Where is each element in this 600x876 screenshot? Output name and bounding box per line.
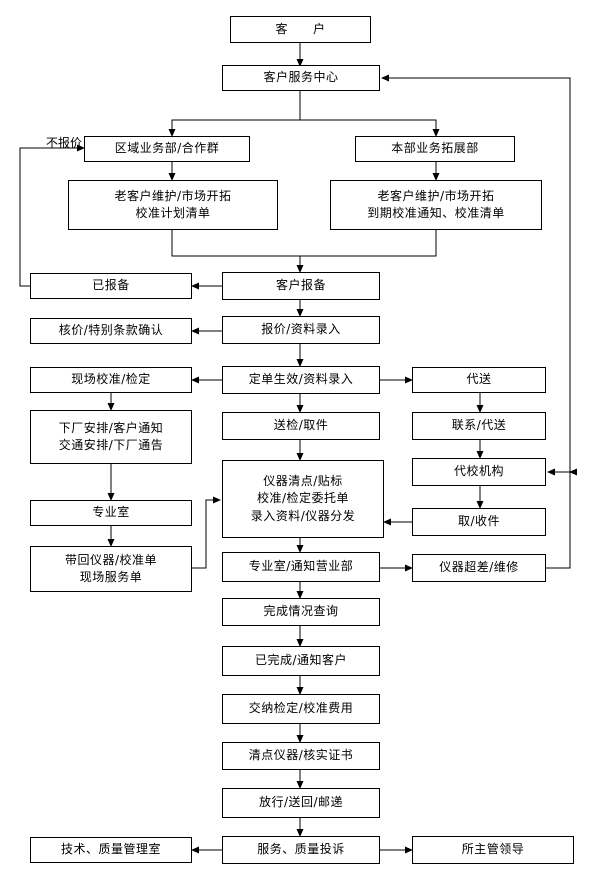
node-complaint: 服务、质量投诉 [222,836,380,864]
node-instrument-intake-line-3: 录入资料/仪器分发 [250,508,356,523]
node-proxy-delivery: 代送 [412,367,546,393]
node-service-center-line: 客户服务中心 [263,70,339,85]
node-complaint-line: 服务、质量投诉 [257,842,345,857]
node-regional-dept-line: 区域业务部/合作群 [114,141,220,156]
node-verify-certs-line: 清点仪器/核实证书 [248,748,354,763]
node-hq-dept: 本部业务拓展部 [355,136,515,162]
node-out-of-tolerance-line: 仪器超差/维修 [439,560,519,575]
node-pay-fees: 交纳检定/校准费用 [222,694,380,724]
node-price-confirm-line: 核价/特别条款确认 [58,323,164,338]
node-qa-office-line: 技术、质量管理室 [60,842,161,857]
node-bring-back-line-1: 带回仪器/校准单 [64,552,158,567]
node-quote-entry-line: 报价/资料录入 [261,322,341,337]
label-no-quote: 不报价 [46,136,83,150]
node-contact-proxy-line: 联系/代送 [451,418,507,433]
node-customer-filing-line: 客户报备 [275,278,326,293]
node-status-query-line: 完成情况查询 [263,604,339,619]
node-status-query: 完成情况查询 [222,598,380,626]
link-center-split [168,90,301,137]
node-instrument-intake-line-2: 校准/检定委托单 [256,491,350,506]
node-calib-plan-list-line-1: 老客户维护/市场开拓 [114,188,232,203]
node-calib-agency: 代校机构 [412,458,546,486]
node-factory-arrange-line-2: 交通安排/下厂通告 [58,438,164,452]
node-already-filed-line: 已报备 [92,278,130,293]
node-lab-notify-line: 专业室/通知营业部 [248,559,354,574]
node-onsite-calib-line: 现场校准/检定 [71,372,151,387]
node-already-filed: 已报备 [30,273,192,299]
node-quote-entry: 报价/资料录入 [222,316,380,344]
node-expiry-notice: 老客户维护/市场开拓到期校准通知、校准清单 [330,180,542,230]
node-qa-office: 技术、质量管理室 [30,837,192,863]
node-bring-back-line-2: 现场服务单 [79,570,143,584]
node-out-of-tolerance: 仪器超差/维修 [412,554,546,582]
node-order-entry-line: 定单生效/资料录入 [248,372,354,387]
node-customer-filing: 客户报备 [222,272,380,300]
node-calib-agency-line: 代校机构 [453,464,504,479]
node-regional-dept: 区域业务部/合作群 [84,136,250,162]
node-supervisor: 所主管领导 [412,836,574,864]
link-merge-filing [171,230,437,257]
node-factory-arrange: 下厂安排/客户通知交通安排/下厂通告 [30,410,192,464]
node-verify-certs: 清点仪器/核实证书 [222,742,380,770]
node-lab-left-line: 专业室 [92,505,130,520]
node-bring-back: 带回仪器/校准单现场服务单 [30,546,192,592]
node-expiry-notice-line-1: 老客户维护/市场开拓 [377,188,495,203]
node-calib-plan-list-line-2: 校准计划清单 [135,206,211,220]
node-supervisor-line: 所主管领导 [461,842,525,857]
node-factory-arrange-line-1: 下厂安排/客户通知 [58,420,164,435]
node-expiry-notice-line-2: 到期校准通知、校准清单 [367,206,505,220]
node-lab-notify: 专业室/通知营业部 [222,552,380,582]
link-bringback-intake [192,496,221,569]
node-receive-docs-line: 取/收件 [457,514,501,529]
node-onsite-calib: 现场校准/检定 [30,367,192,393]
node-release: 放行/送回/邮递 [222,788,380,818]
node-customer-line: 客 户 [275,21,326,36]
node-price-confirm: 核价/特别条款确认 [30,318,192,344]
link-center-split-right [300,119,440,137]
node-hq-dept-line: 本部业务拓展部 [391,141,479,156]
node-lab-left: 专业室 [30,500,192,526]
node-send-pickup: 送检/取件 [222,412,380,440]
node-contact-proxy: 联系/代送 [412,412,546,440]
link-filed-noquote [19,144,85,287]
node-send-pickup-line: 送检/取件 [273,418,329,433]
node-completed-notify: 已完成/通知客户 [222,646,380,676]
node-receive-docs: 取/收件 [412,508,546,536]
node-instrument-intake: 仪器清点/贴标校准/检定委托单录入资料/仪器分发 [222,460,384,538]
node-instrument-intake-line-1: 仪器清点/贴标 [263,473,343,488]
node-pay-fees-line: 交纳检定/校准费用 [248,701,354,716]
node-proxy-delivery-line: 代送 [466,372,492,387]
node-calib-plan-list: 老客户维护/市场开拓校准计划清单 [68,180,278,230]
node-service-center: 客户服务中心 [222,65,380,91]
node-release-line: 放行/送回/邮递 [258,795,344,810]
node-completed-notify-line: 已完成/通知客户 [254,653,348,668]
link-oot-feedback [381,74,571,569]
node-customer: 客 户 [230,16,371,43]
node-order-entry: 定单生效/资料录入 [222,366,380,394]
